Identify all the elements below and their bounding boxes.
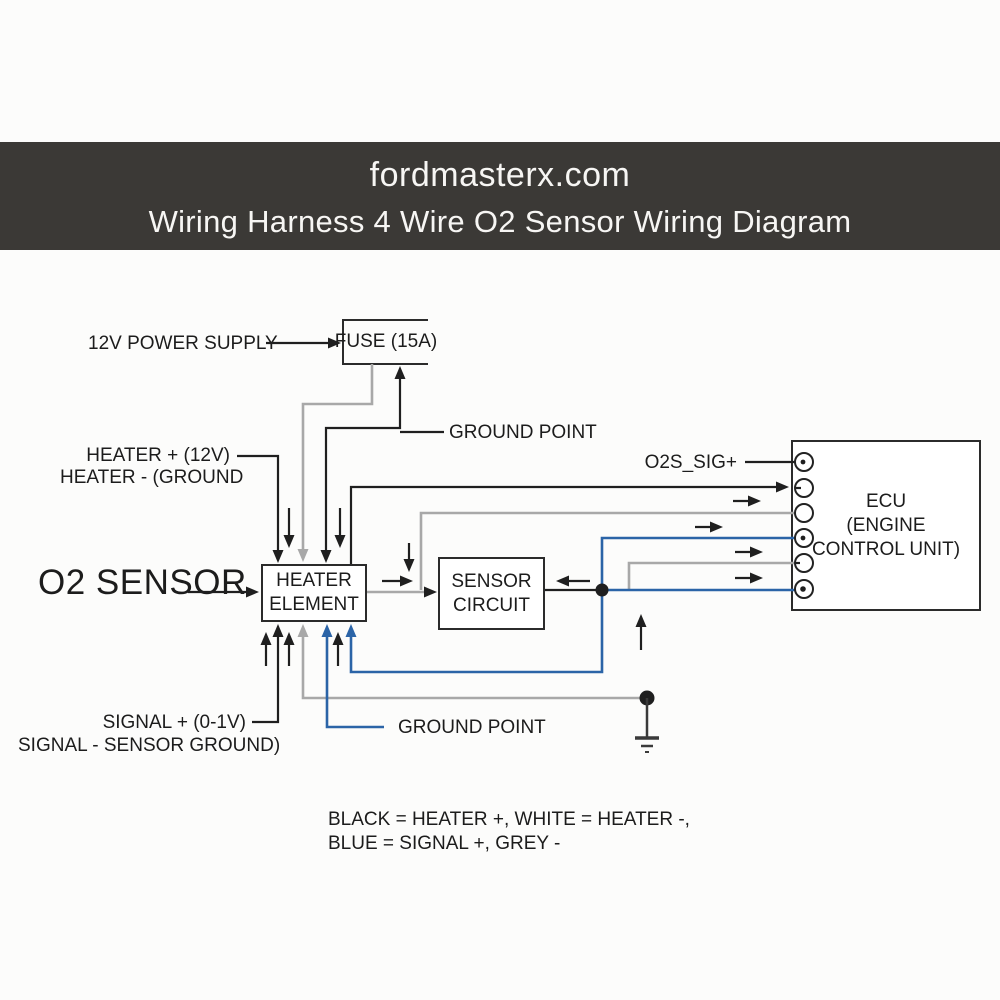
arrow-left-icon [556, 575, 569, 587]
legend-line-1: BLACK = HEATER +, WHITE = HEATER -, [328, 809, 690, 830]
arrow-up-icon [283, 632, 295, 645]
ecu-box: ECU (ENGINE CONTROL UNIT) [791, 440, 981, 611]
wire-grey-to-ecu-t5 [627, 561, 796, 589]
arrow-down-icon [334, 535, 346, 548]
wire-heater-to-sensor-grey [367, 586, 437, 598]
arrowhead-up-icon [321, 624, 333, 637]
ground-symbol-icon [635, 698, 659, 753]
arrowhead-down-icon [272, 550, 284, 563]
arrow-right-icon [748, 495, 761, 507]
arrow-down-icon [403, 559, 415, 572]
arrow-down-icon [283, 535, 295, 548]
heater-plus-minus-label: HEATER + (12V) HEATER - (GROUND [60, 445, 244, 489]
heater-element-line1: HEATER [276, 570, 352, 591]
sensor-circuit-box: SENSOR CIRCUIT [438, 557, 545, 630]
junction-dot [595, 583, 609, 597]
heater-minus-label: HEATER - (GROUND [60, 467, 244, 488]
ecu-line2: (ENGINE [846, 514, 926, 536]
arrowhead-down-icon [320, 550, 332, 563]
arrowhead-up-icon [297, 624, 309, 637]
fuse-box: FUSE (15A) [335, 319, 437, 365]
site-title: fordmasterx.com [369, 156, 631, 194]
sensor-circuit-line2: CIRCUIT [452, 594, 531, 616]
heater-plus-label: HEATER + (12V) [86, 445, 230, 466]
ground-point-2-label: GROUND POINT [398, 717, 546, 738]
wire-heater-plus-label-to-box [237, 454, 284, 563]
color-legend: BLACK = HEATER +, WHITE = HEATER -, BLUE… [328, 808, 690, 856]
arrow-up-icon [332, 632, 344, 645]
sensor-circuit-line1: SENSOR [451, 570, 532, 592]
page-title: Wiring Harness 4 Wire O2 Sensor Wiring D… [148, 204, 852, 239]
ecu-line3: CONTROL UNIT) [811, 538, 961, 560]
arrowhead-right-icon [424, 586, 437, 598]
wire-heater-to-ecu-t2 [349, 481, 789, 564]
o2-sensor-label: O2 SENSOR [38, 563, 247, 602]
arrow-up-icon [635, 614, 647, 627]
ground-node-dot [639, 690, 655, 706]
arrowhead-right-icon [246, 586, 259, 598]
ground-point-1-label: GROUND POINT [449, 422, 597, 443]
arrowhead-down-icon [297, 549, 309, 562]
arrow-right-icon [710, 521, 723, 533]
fuse-box-label: FUSE (15A) [334, 331, 438, 352]
heater-element-line2: ELEMENT [269, 594, 359, 615]
wire-fuse-ground-heater [320, 366, 444, 563]
arrow-up-icon [260, 632, 272, 645]
wire-blue-to-ground-point-2 [321, 624, 384, 729]
arrow-right-icon [400, 575, 413, 587]
arrow-right-icon [750, 572, 763, 584]
wire-grey-ground [297, 624, 642, 700]
legend-line-2: BLUE = SIGNAL +, GREY - [328, 833, 561, 854]
wire-signal-plus-label-to-heater [252, 624, 284, 724]
arrowhead-right-icon [776, 481, 789, 493]
ecu-line1: ECU [865, 490, 907, 512]
o2s-sig-label: O2S_SIG+ [644, 452, 737, 473]
wire-blue-signal-to-ecu-t4 [345, 536, 795, 674]
arrowhead-up-icon [394, 366, 406, 379]
signal-labels: SIGNAL + (0-1V) SIGNAL - SENSOR GROUND) [18, 711, 281, 757]
arrow-right-icon [750, 546, 763, 558]
arrowhead-up-icon [272, 624, 284, 637]
power-supply-label: 12V POWER SUPPLY [88, 333, 278, 354]
arrowhead-up-icon [345, 624, 357, 637]
header-band: fordmasterx.com Wiring Harness 4 Wire O2… [0, 142, 1000, 250]
wire-fuse-to-heater-grey [297, 364, 374, 562]
signal-plus-label: SIGNAL + (0-1V) [102, 712, 246, 733]
signal-minus-label: SIGNAL - SENSOR GROUND) [18, 735, 281, 756]
heater-element-box: HEATER ELEMENT [261, 564, 367, 622]
